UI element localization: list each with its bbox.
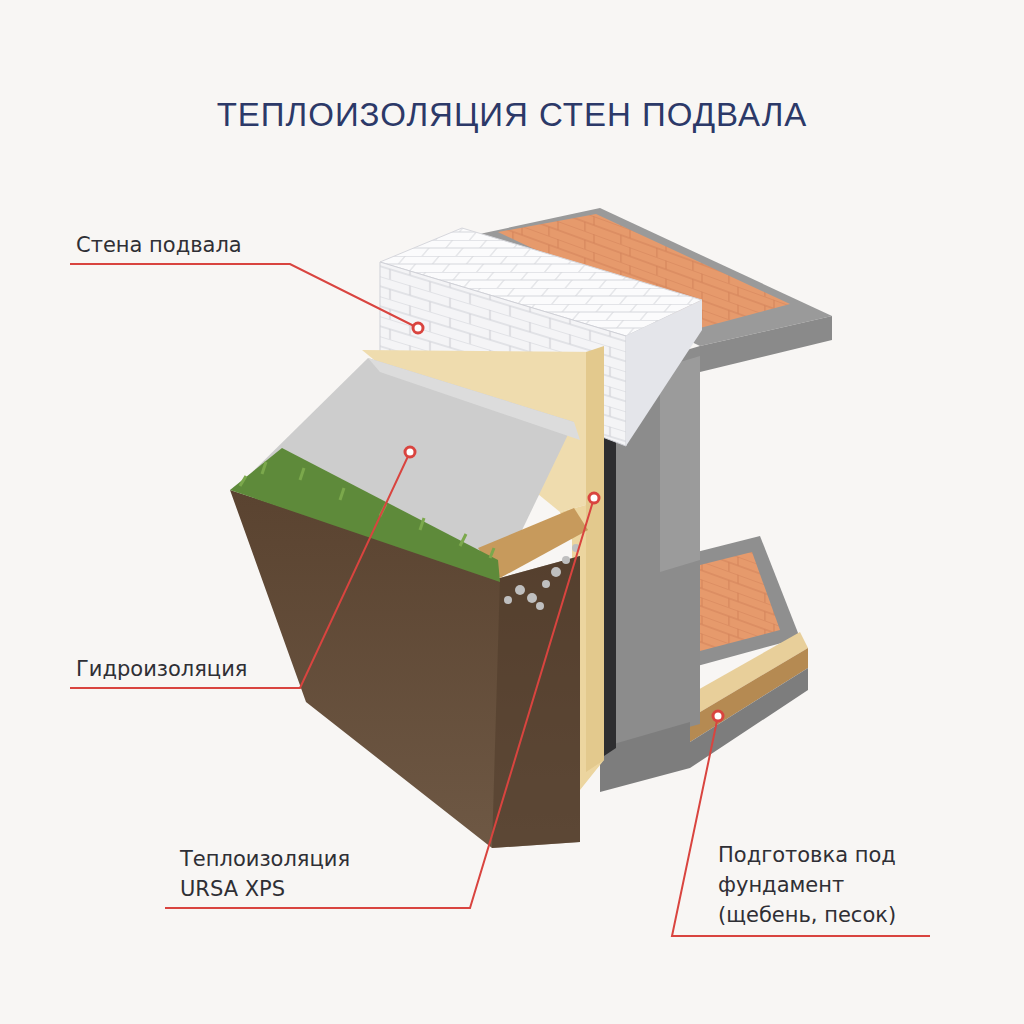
blind-area-edge	[368, 358, 580, 440]
callout-label: Стена подвала	[76, 230, 336, 260]
leader-lines	[70, 264, 930, 936]
wall-inner-face	[660, 356, 700, 572]
grass	[230, 448, 500, 582]
callout-label: Гидроизоляция	[76, 654, 336, 684]
slab-side	[700, 316, 832, 372]
block-side	[626, 300, 702, 446]
callout-label: Подготовка под фундамент (щебень, песок)	[718, 840, 918, 930]
soil-side	[492, 556, 580, 848]
xps-edge	[586, 346, 604, 772]
callout-label: Теплоизоляция URSA XPS	[180, 844, 355, 904]
gravel	[504, 544, 580, 610]
diagram-title: ТЕПЛОИЗОЛЯЦИЯ СТЕН ПОДВАЛА	[0, 96, 1024, 134]
footing	[600, 668, 808, 792]
leader-dots	[405, 323, 723, 721]
